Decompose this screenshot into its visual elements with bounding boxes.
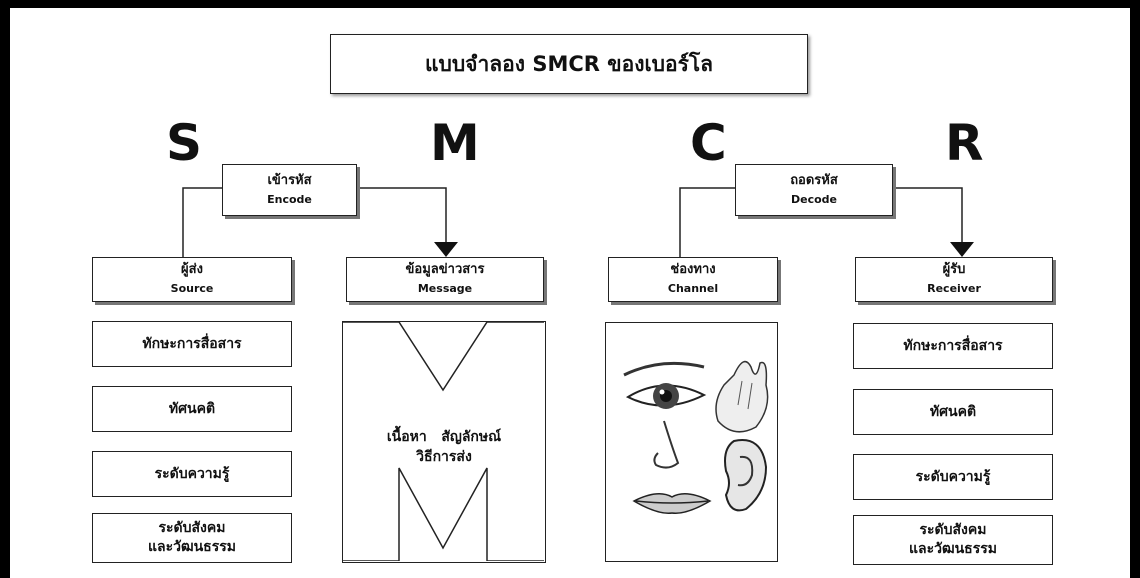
message-thai: ข้อมูลข่าวสาร bbox=[405, 262, 485, 278]
channel-eng: Channel bbox=[667, 282, 719, 296]
source-eng: Source bbox=[170, 282, 214, 296]
decode-eng: Decode bbox=[790, 192, 837, 206]
channel-panel bbox=[605, 322, 778, 562]
encode-eng: Encode bbox=[267, 192, 312, 206]
message-header: ข้อมูลข่าวสาร Message bbox=[346, 257, 544, 302]
m-letter-outline-icon bbox=[343, 322, 544, 561]
receiver-header: ผู้รับ Receiver bbox=[855, 257, 1053, 302]
letter-m: M bbox=[430, 114, 480, 172]
receiver-item-attitude: ทัศนคติ bbox=[853, 389, 1053, 435]
senses-illustration-icon bbox=[623, 360, 769, 514]
decode-box: ถอดรหัส Decode bbox=[735, 164, 893, 216]
decode-to-channel-line bbox=[679, 187, 735, 257]
decode-thai: ถอดรหัส bbox=[790, 172, 838, 188]
decode-to-receiver-line bbox=[893, 187, 963, 242]
arrow-to-message bbox=[434, 242, 458, 257]
message-panel: เนื้อหา สัญลักษณ์ วิธีการส่ง bbox=[342, 321, 546, 563]
letter-r: R bbox=[945, 114, 984, 172]
message-eng: Message bbox=[417, 282, 473, 296]
source-thai: ผู้ส่ง bbox=[181, 262, 203, 278]
receiver-thai: ผู้รับ bbox=[942, 262, 966, 278]
receiver-eng: Receiver bbox=[927, 282, 981, 296]
encode-thai: เข้ารหัส bbox=[267, 172, 312, 188]
letter-c: C bbox=[690, 114, 727, 172]
receiver-item-knowledge: ระดับความรู้ bbox=[853, 454, 1053, 500]
source-item-knowledge: ระดับความรู้ bbox=[92, 451, 292, 497]
source-item-attitude: ทัศนคติ bbox=[92, 386, 292, 432]
source-item-culture: ระดับสังคม และวัฒนธรรม bbox=[92, 513, 292, 563]
source-header: ผู้ส่ง Source bbox=[92, 257, 292, 302]
receiver-item-skills: ทักษะการสื่อสาร bbox=[853, 323, 1053, 369]
letter-s: S bbox=[166, 114, 203, 172]
message-content: เนื้อหา สัญลักษณ์ วิธีการส่ง bbox=[386, 429, 502, 465]
channel-thai: ช่องทาง bbox=[670, 262, 716, 278]
encode-to-message-line bbox=[357, 187, 447, 242]
channel-header: ช่องทาง Channel bbox=[608, 257, 778, 302]
receiver-item-culture: ระดับสังคม และวัฒนธรรม bbox=[853, 515, 1053, 565]
encode-to-source-line bbox=[182, 187, 222, 257]
encode-box: เข้ารหัส Encode bbox=[222, 164, 357, 216]
arrow-to-receiver bbox=[950, 242, 974, 257]
source-item-skills: ทักษะการสื่อสาร bbox=[92, 321, 292, 367]
diagram-title: แบบจำลอง SMCR ของเบอร์โล bbox=[330, 34, 808, 94]
